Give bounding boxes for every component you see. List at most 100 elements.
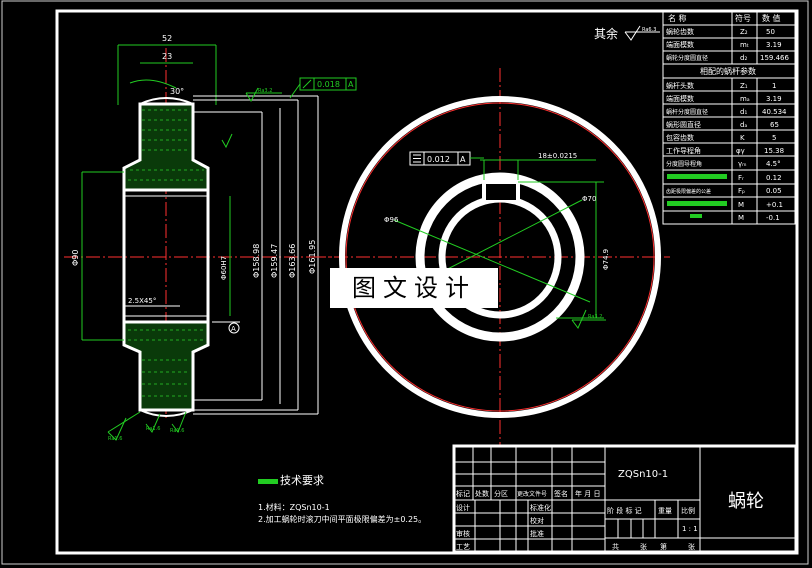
table-cell: 159.466 — [760, 54, 789, 62]
dim-23: 23 — [162, 52, 172, 61]
tb-label: 更改文件号 — [517, 490, 547, 498]
table-cell: 蜗杆头数 — [666, 81, 694, 90]
table-cell: 蜗轮分度圆直径 — [666, 54, 708, 62]
keyway — [482, 180, 520, 200]
table-cell: 15.38 — [764, 147, 784, 155]
table-cell: Z₂ — [740, 28, 748, 36]
inner-frame — [55, 9, 799, 555]
table-cell: d₁ — [740, 108, 747, 116]
table-cell: d₂ — [740, 54, 747, 62]
end-view: 18±0.0215 Φ70 Φ74.9 Φ96 0.012 A Ra3.2 — [312, 68, 670, 446]
table-cell: 5 — [772, 134, 776, 142]
roughness-other: Ra6.3 — [642, 27, 656, 33]
table-cell: φγ — [736, 147, 745, 155]
dim-keyway: Φ60H7 — [220, 256, 228, 280]
table-cell: 齿距极限偏差的公差 — [666, 188, 711, 195]
title-block: 标记 处数 分区 更改文件号 签名 年 月 日 设计 标准化 校对 审核 工艺 … — [452, 444, 798, 554]
table-cell: 端面模数 — [666, 94, 694, 103]
table-bar — [667, 201, 727, 206]
tb-label: 阶 段 标 记 — [607, 506, 642, 515]
table-cell: +0.1 — [766, 201, 783, 209]
dim-phi163: Φ163.66 — [288, 244, 297, 278]
runout-ref: A — [348, 80, 354, 89]
datum-a: A — [231, 325, 236, 333]
tb-label: 第 — [660, 542, 667, 551]
flat-ref: A — [460, 155, 466, 164]
table-cell: 工作导程角 — [666, 146, 701, 155]
tb-label: 工艺 — [456, 543, 470, 551]
table-cell: M — [738, 201, 744, 209]
dim-hub-depth: Φ74.9 — [602, 249, 610, 270]
runout-value: 0.018 — [317, 80, 340, 89]
table-cell: 4.5° — [766, 160, 781, 168]
table-cell: -0.1 — [766, 214, 780, 222]
table-bar — [667, 174, 727, 179]
table-cell: M — [738, 214, 744, 222]
table-cell: Fₚ — [738, 187, 745, 195]
table-cell: Fᵣ — [738, 174, 744, 182]
table-cell: 65 — [770, 121, 779, 129]
table-cell: 3.19 — [766, 95, 782, 103]
dim-30deg: 30° — [170, 87, 184, 96]
tb-label: 重量 — [658, 507, 672, 515]
roughness-right: Ra3.2 — [588, 314, 602, 320]
table-cell: 0.12 — [766, 174, 782, 182]
lower-rim — [122, 320, 210, 412]
section-view: 52 23 30° Φ90 Φ60H7 Φ158.98 Φ159.47 Φ163… — [64, 34, 357, 442]
tb-label: 处数 — [475, 489, 489, 498]
table-cell: mₐ — [740, 95, 750, 103]
dim-outer: Φ96 — [384, 216, 399, 224]
flat-value: 0.012 — [427, 155, 450, 164]
param-table: 名 称 符号 数 值 蜗轮齿数 Z₂ 50 端面模数 mₜ 3.19 蜗轮分度圆… — [662, 11, 796, 225]
tb-scale: 1 : 1 — [682, 525, 698, 533]
bore — [122, 188, 210, 324]
table-cell: Z₁ — [740, 82, 748, 90]
table-cell: mₜ — [740, 41, 749, 49]
dim-phi159: Φ159.47 — [270, 244, 279, 278]
table-cell: γₘ — [738, 160, 747, 168]
roughness-b3: Ra1.6 — [170, 428, 184, 434]
table-cell: 3.19 — [766, 41, 782, 49]
tech-req-line2: 2.加工蜗轮时滚刀中间平面极限偏差为±0.25。 — [258, 514, 426, 524]
dim-chamfer: 2.5X45° — [128, 297, 156, 305]
table-cell: 分度圆导程角 — [666, 160, 702, 168]
hub-ring-outer — [415, 172, 585, 342]
table-cell: 蜗形圆直径 — [666, 120, 701, 129]
roughness-b2: Ra1.6 — [146, 426, 160, 432]
dim-phi158: Φ158.98 — [252, 244, 261, 278]
table-bar — [690, 214, 702, 218]
outer-ring — [339, 96, 661, 418]
roughness-top: Ra3.2 — [258, 88, 272, 94]
upper-rim — [122, 102, 210, 192]
tech-req-line1: 1.材料：ZQSn10-1 — [258, 502, 330, 512]
watermark: 图文设计 — [330, 268, 498, 308]
table-head-name: 名 称 — [668, 13, 687, 23]
tb-label: 批准 — [530, 529, 544, 538]
table-head-sym: 符号 — [735, 13, 751, 23]
table-cell: 1 — [772, 82, 776, 90]
dim-bore: Φ70 — [582, 195, 596, 203]
tech-req-title: 技术要求 — [280, 474, 324, 487]
table-cell: 40.534 — [762, 108, 787, 116]
table-cell: 端面模数 — [666, 40, 694, 49]
table-cell: K — [740, 134, 745, 142]
tb-label: 标准化 — [530, 503, 551, 512]
dim-52: 52 — [162, 34, 172, 43]
table-head-val: 数 值 — [762, 13, 781, 23]
tb-label: 校对 — [530, 516, 544, 525]
tb-material: ZQSn10-1 — [618, 469, 668, 480]
dim-key-width: 18±0.0215 — [538, 152, 577, 160]
tb-part-name: 蜗轮 — [728, 491, 764, 512]
table-cell: 0.05 — [766, 187, 782, 195]
tb-label: 签名 — [554, 489, 568, 498]
tb-label: 张 — [688, 542, 695, 551]
tb-label: 标记 — [456, 489, 470, 498]
tb-label: 张 — [640, 542, 647, 551]
tech-requirements: 技术要求 1.材料：ZQSn10-1 2.加工蜗轮时滚刀中间平面极限偏差为±0.… — [258, 474, 426, 524]
tb-label: 审核 — [456, 529, 470, 538]
table-section-title: 相配的蜗杆参数 — [700, 66, 756, 76]
table-cell: 蜗轮齿数 — [666, 27, 694, 36]
tb-label: 设计 — [456, 503, 470, 512]
